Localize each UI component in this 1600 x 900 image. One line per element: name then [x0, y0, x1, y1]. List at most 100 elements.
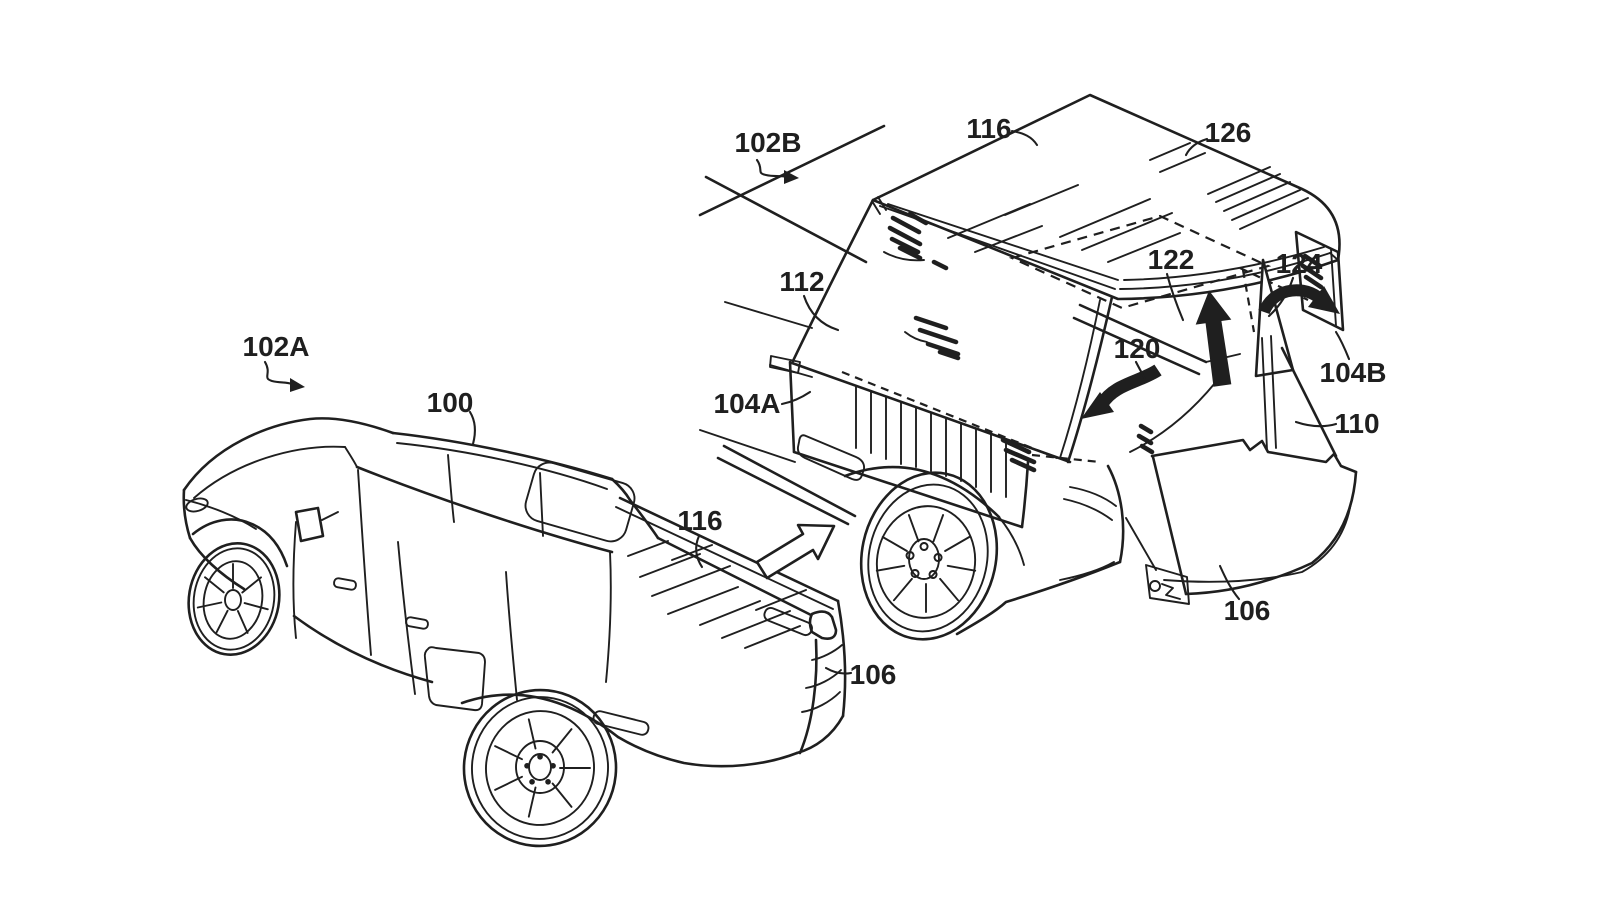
right-truck-rear-wheel — [859, 471, 999, 641]
ref-label-102B: 102B — [735, 127, 802, 158]
tent-front-panel — [790, 198, 1155, 473]
ref-label-106-left: 106 — [850, 659, 897, 690]
roof-rail-inner — [396, 442, 608, 490]
left-truck — [182, 417, 847, 848]
tailgate-top-edge — [1150, 438, 1358, 474]
tonneau-far-rail — [618, 496, 840, 603]
corner-wrap-creases — [1063, 486, 1117, 521]
bed-rail-tab — [769, 355, 801, 374]
ref-label-106-right: 106 — [1224, 595, 1271, 626]
hood-seam — [193, 445, 346, 499]
cab-rear-corner — [610, 477, 660, 540]
rocker — [292, 614, 434, 684]
ref-label-100: 100 — [427, 387, 474, 418]
reference-labels: 102A 100 116 106 102B 116 126 — [243, 113, 1387, 690]
rear-wheel-spokes — [494, 718, 591, 818]
tonneau-near-rail — [656, 536, 817, 619]
window-divider-1 — [447, 454, 455, 523]
rocker-lines — [716, 444, 857, 526]
rear-face-right-edge — [836, 599, 847, 718]
cab-rear-window — [524, 461, 636, 543]
left-truck-rear-wheel — [462, 688, 618, 848]
bumper-bottom — [955, 560, 1122, 636]
ref-label-112: 112 — [779, 266, 824, 297]
tailgate-left-edge — [1151, 455, 1188, 596]
front-fascia-edge — [182, 488, 192, 540]
fender-door-seam — [292, 521, 297, 639]
side-mirror — [294, 506, 325, 543]
right-truck-cab-lines — [698, 124, 886, 526]
front-door-seam — [357, 469, 372, 656]
ref-label-102A: 102A — [243, 331, 310, 362]
ref-106-right: 106 — [1218, 564, 1271, 626]
wheel-lugs — [905, 542, 943, 579]
wheel-spokes — [875, 514, 977, 613]
ref-116-left: 116 — [677, 505, 723, 569]
window-divider-2 — [539, 472, 544, 537]
roof-glare-lines — [947, 142, 1309, 263]
ref-label-120: 120 — [1114, 333, 1161, 364]
door-handle-rear — [405, 616, 429, 630]
ref-106-left: 106 — [824, 659, 897, 690]
front-bumper — [188, 536, 246, 591]
ref-label-116-right: 116 — [966, 113, 1011, 144]
left-truck-body — [182, 417, 799, 768]
ref-label-116-left: 116 — [677, 505, 722, 536]
rear-rocker-bumper — [616, 735, 799, 768]
right-truck-rear-body — [843, 464, 1190, 636]
ref-label-104A: 104A — [714, 388, 781, 419]
headlight — [185, 497, 209, 513]
ref-102b-arrow — [755, 158, 788, 179]
rear-corner-edge — [1106, 464, 1125, 564]
gear-tunnel-door — [423, 646, 486, 712]
ref-label-122: 122 — [1148, 244, 1195, 275]
bed-front-post — [788, 360, 796, 454]
ref-104b: 104B — [1320, 330, 1387, 388]
support-rod-diagonal — [1280, 346, 1338, 458]
side-marker-light — [592, 710, 650, 736]
roof-rail-inner-lines — [879, 203, 1331, 290]
tent-left-edge — [790, 198, 875, 365]
ref-102a-arrow — [263, 360, 294, 386]
ref-102a: 102A — [243, 331, 310, 392]
rear-corner-cap — [808, 610, 838, 640]
bed-base — [788, 360, 1101, 529]
rear-door-rear-seam — [505, 571, 518, 701]
swing-left-arrow-icon — [1081, 364, 1162, 419]
corner-panel — [1239, 230, 1345, 378]
front-light-bar — [185, 499, 257, 530]
ref-label-124: 124 — [1276, 248, 1323, 279]
roofline — [391, 431, 614, 481]
front-wheel-spokes — [196, 563, 269, 634]
door-handle-front — [333, 577, 357, 591]
fabric-scribbles — [883, 211, 1155, 473]
ref-100: 100 — [427, 387, 476, 446]
tailgate-outer-edge — [1184, 470, 1358, 596]
ref-122: 122 — [1148, 244, 1195, 322]
bed-floor-curve — [1129, 382, 1216, 453]
ref-116-right: 116 — [966, 113, 1039, 147]
beltline — [355, 465, 614, 554]
corner-panel-outline — [1294, 230, 1345, 332]
left-truck-tonneau — [592, 496, 847, 755]
ref-124: 124 — [1267, 248, 1323, 318]
tent-roof-panel — [871, 93, 1341, 310]
bed-bottom-edge — [792, 450, 1024, 529]
hitch-bracket — [1145, 564, 1190, 605]
hidden-rail-dashes — [841, 370, 1101, 464]
ref-112: 112 — [779, 266, 840, 332]
cab-rear-seam — [605, 551, 612, 683]
bed-hatch-lines — [855, 385, 1007, 498]
taillight — [763, 607, 813, 637]
ref-126: 126 — [1184, 117, 1251, 157]
hood-windshield-silhouette — [182, 417, 395, 492]
ref-label-104B: 104B — [1320, 357, 1387, 388]
a-pillar — [344, 446, 358, 468]
rear-fender-arch — [843, 465, 1001, 519]
transition-arrow-icon — [755, 523, 836, 580]
ref-104a: 104A — [714, 388, 812, 419]
left-truck-front-wheel — [187, 541, 281, 657]
interior-rails — [1072, 303, 1208, 376]
